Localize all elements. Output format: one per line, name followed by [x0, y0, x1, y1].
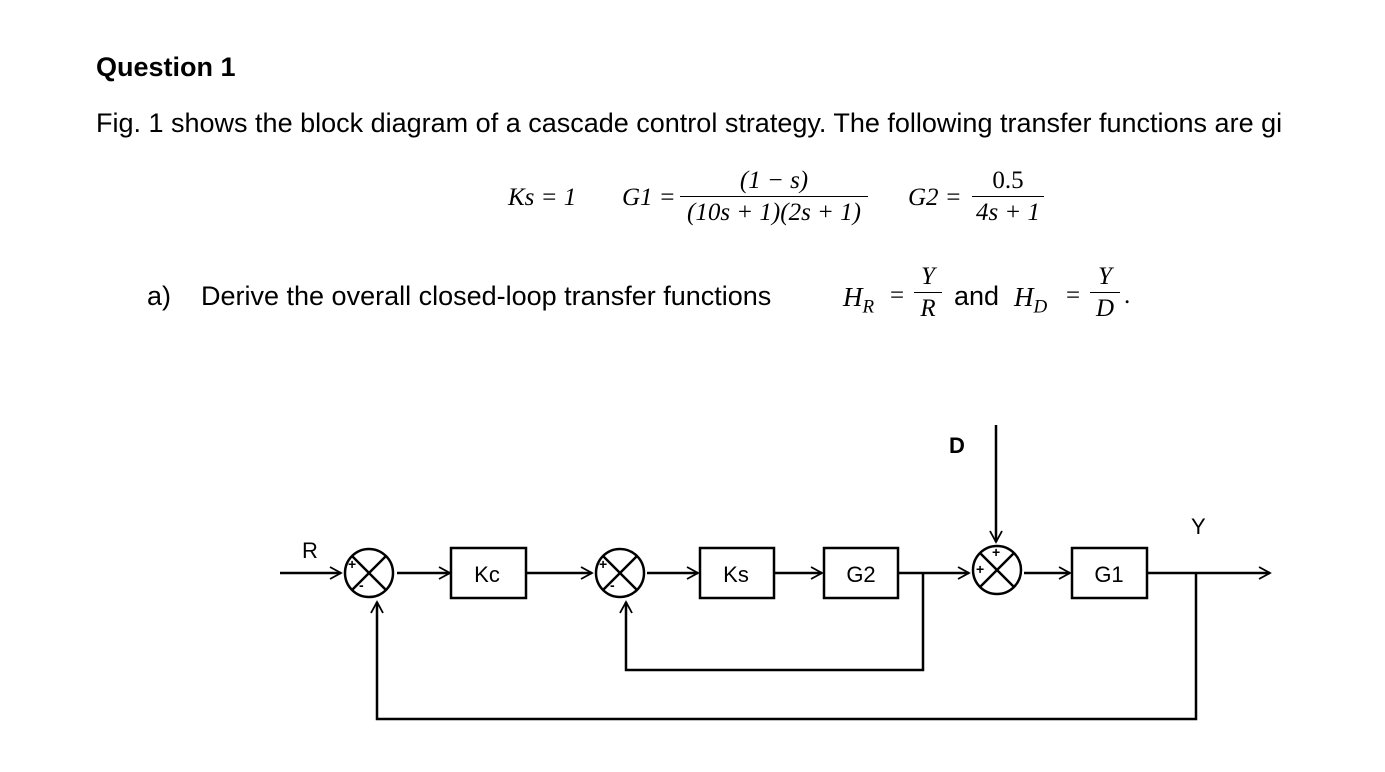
kc-block — [449, 546, 528, 600]
g1-denominator: (10s + 1)(2s + 1) — [687, 199, 861, 226]
sum1-minus-sign: - — [359, 577, 364, 593]
summing-junction-2 — [594, 547, 646, 599]
g1-label: G1 = — [622, 184, 676, 211]
sum3-left-plus-sign: + — [976, 561, 984, 577]
hd-numerator: Y — [1098, 263, 1112, 290]
r-signal-label: R — [302, 538, 318, 563]
hr-fraction: Y R — [914, 262, 942, 325]
hd-period: . — [1124, 282, 1131, 309]
g2-fraction-bar — [972, 196, 1044, 197]
g1-fraction: (1 − s) (10s + 1)(2s + 1) — [680, 166, 868, 229]
hd-denominator: D — [1095, 295, 1115, 322]
summing-junction-1 — [343, 547, 395, 599]
g1-block-label: G1 — [1094, 562, 1123, 587]
sum1-plus-sign: + — [348, 556, 356, 572]
g2-numerator: 0.5 — [992, 167, 1024, 194]
hd-symbol: HD — [1014, 282, 1048, 318]
outer-feedback-line — [370, 573, 1198, 721]
and-word: and — [954, 281, 1000, 311]
inner-feedback-line — [619, 573, 925, 672]
g2-label: G2 = — [908, 184, 962, 211]
hd-fraction-bar — [1090, 292, 1120, 293]
sum2-plus-sign: + — [599, 556, 607, 572]
hd-fraction: Y D — [1090, 262, 1120, 325]
hd-equals: = — [1066, 282, 1081, 309]
part-a-text: Derive the overall closed-loop transfer … — [201, 281, 772, 311]
g2-fraction: 0.5 4s + 1 — [972, 166, 1044, 229]
ks-label: Ks — [723, 562, 749, 587]
summing-junction-3 — [971, 544, 1023, 596]
ks-equation: Ks = 1 — [508, 184, 577, 211]
hr-equals: = — [890, 282, 905, 309]
g2-block-label: G2 — [846, 562, 875, 587]
hr-symbol: HR — [843, 282, 875, 318]
g2-block — [822, 546, 900, 600]
kc-label: Kc — [474, 562, 500, 587]
hr-fraction-bar — [914, 292, 942, 293]
g2-denominator: 4s + 1 — [975, 199, 1041, 226]
sum2-minus-sign: - — [610, 577, 615, 593]
hr-numerator: Y — [921, 263, 935, 290]
question-title: Question 1 — [96, 52, 236, 82]
part-a-label: a) — [147, 281, 172, 311]
g1-numerator: (1 − s) — [739, 167, 809, 194]
ks-block — [698, 546, 776, 600]
d-signal-label: D — [949, 433, 965, 458]
hr-denominator: R — [920, 295, 936, 322]
sum3-top-plus-sign: + — [992, 544, 1000, 560]
intro-text: Fig. 1 shows the block diagram of a casc… — [96, 108, 1283, 138]
g1-block — [1070, 546, 1149, 600]
g1-fraction-bar — [680, 196, 868, 197]
y-signal-label: Y — [1191, 514, 1206, 539]
